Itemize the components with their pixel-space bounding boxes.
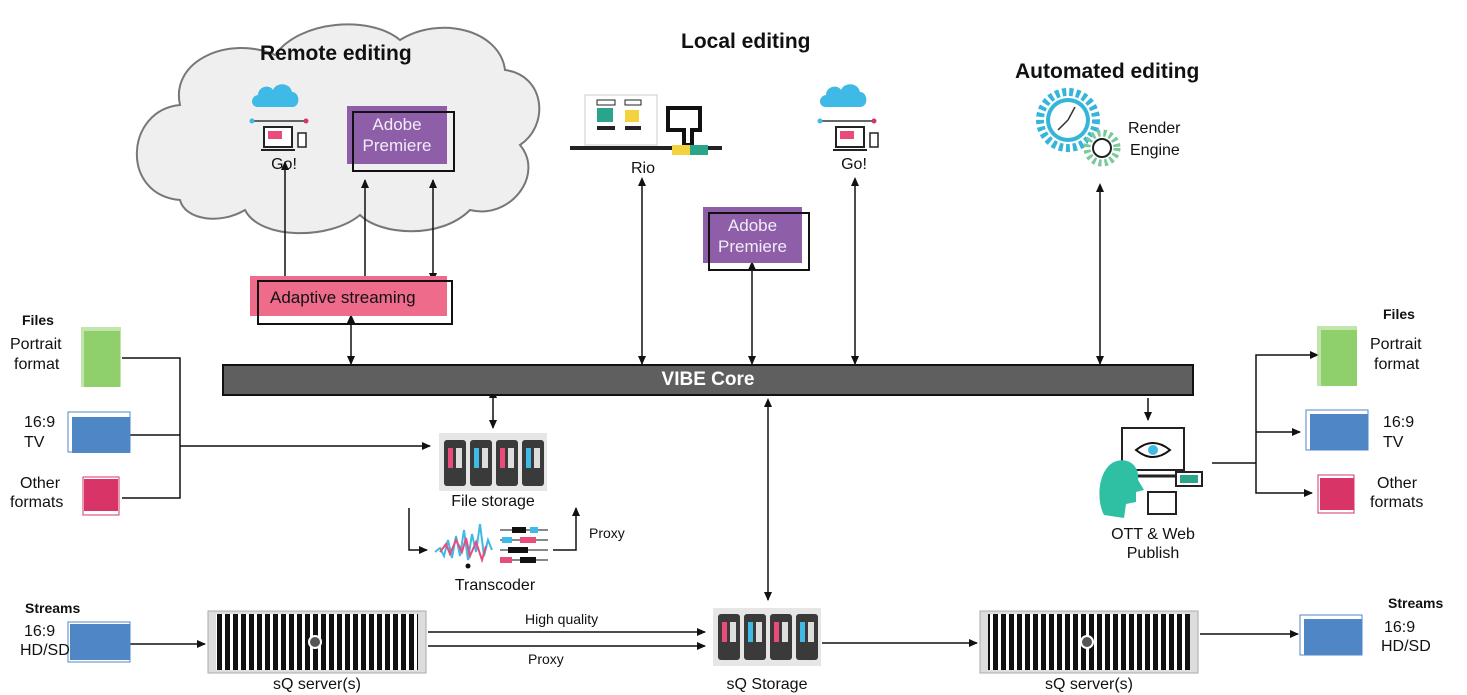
remote-editing-heading: Remote editing [260, 42, 412, 65]
hd-sd-right-icon [1299, 614, 1363, 656]
high-quality-label: High quality [525, 611, 599, 627]
tv-left-label-2: TV [24, 434, 45, 451]
proxy-link-label: Proxy [528, 651, 564, 667]
render-engine-icon [1036, 88, 1121, 167]
tv-left-label-1: 16:9 [24, 414, 56, 431]
tv-left-icon [67, 411, 131, 453]
tv-right-icon [1305, 409, 1369, 451]
ott-publish-icon [1099, 427, 1203, 518]
transcoder-label: Transcoder [454, 577, 536, 594]
hd-right-label-1: 16:9 [1384, 619, 1416, 636]
adobe-premiere-local-box: Adobe Premiere [703, 207, 810, 271]
tv-right-label-1: 16:9 [1383, 414, 1415, 431]
portrait-left-label-1: Portrait [10, 336, 62, 353]
portrait-format-left-icon [81, 327, 121, 387]
adobe-premiere-remote-box: Adobe Premiere [347, 106, 455, 172]
tv-right-label-2: TV [1383, 434, 1404, 451]
portrait-right-label-1: Portrait [1370, 336, 1422, 353]
portrait-right-label-2: format [1374, 356, 1420, 373]
files-right-title: Files [1383, 306, 1415, 322]
sq-storage-icon [713, 608, 821, 666]
rio-label: Rio [630, 160, 655, 177]
hd-sd-left-icon [67, 621, 131, 663]
file-storage-label: File storage [451, 493, 535, 510]
portrait-format-right-icon [1317, 326, 1357, 386]
ott-label-1: OTT & Web [1111, 526, 1195, 543]
automated-editing-heading: Automated editing [1015, 60, 1200, 83]
file-storage-icon [439, 433, 547, 491]
adaptive-streaming-box: Adaptive streaming [250, 276, 453, 325]
go-remote-icon [249, 84, 309, 151]
other-right-label-1: Other [1377, 475, 1418, 492]
hd-right-label-2: HD/SD [1381, 638, 1431, 655]
other-formats-left-icon [82, 476, 120, 516]
other-left-label-2: formats [10, 494, 64, 511]
sq-server-left-icon [207, 610, 427, 674]
vibe-core-bar: VIBE Core [222, 364, 1194, 396]
sq-storage-label: sQ Storage [726, 676, 808, 693]
adobe-premiere-local-label: Adobe Premiere [718, 216, 787, 256]
local-editing-heading: Local editing [681, 30, 811, 53]
streams-right-title: Streams [1388, 595, 1444, 611]
other-left-label-1: Other [20, 475, 61, 492]
adobe-premiere-remote-label: Adobe Premiere [362, 115, 432, 155]
hd-left-label-1: 16:9 [24, 623, 56, 640]
go-local-icon [817, 84, 879, 151]
proxy-output-label: Proxy [589, 525, 625, 541]
files-left-title: Files [22, 312, 54, 328]
sq-server-right-label: sQ server(s) [1045, 676, 1133, 693]
other-right-label-2: formats [1370, 494, 1424, 511]
portrait-left-label-2: format [14, 356, 60, 373]
go-remote-label: Go! [271, 156, 297, 173]
sq-server-right-icon [979, 610, 1199, 674]
rio-icon [570, 94, 722, 155]
remote-editing-cloud [135, 23, 541, 235]
render-engine-label-1: Render [1128, 120, 1181, 137]
hd-left-label-2: HD/SD [20, 642, 70, 659]
other-formats-right-icon [1317, 474, 1355, 514]
streams-left-title: Streams [25, 600, 81, 616]
adaptive-streaming-label: Adaptive streaming [270, 288, 416, 307]
render-engine-label-2: Engine [1130, 142, 1180, 159]
transcoder-icon [434, 523, 548, 569]
go-local-label: Go! [841, 156, 867, 173]
ott-label-2: Publish [1126, 545, 1180, 562]
sq-server-left-label: sQ server(s) [273, 676, 361, 693]
